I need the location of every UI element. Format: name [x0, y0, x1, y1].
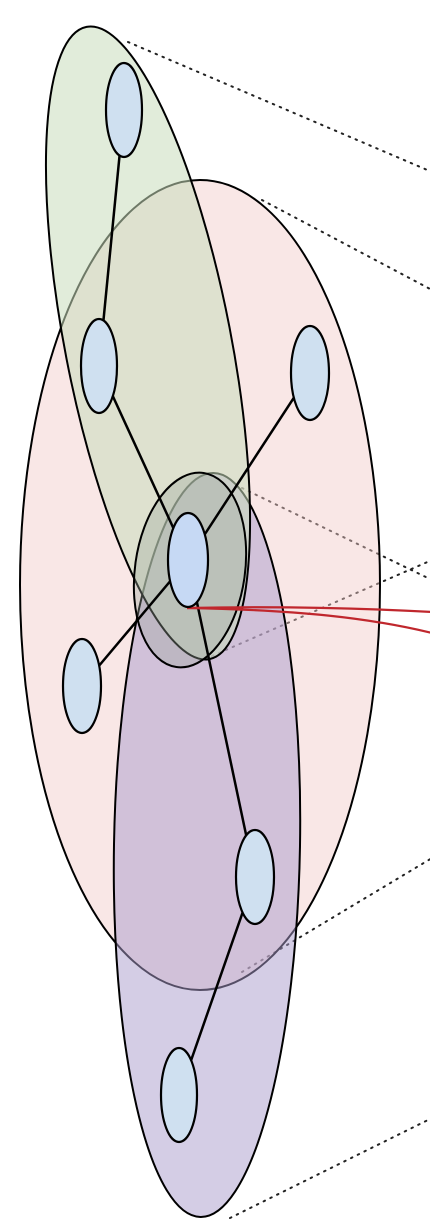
leader-pink-top: [261, 199, 430, 291]
edge-c-p1: [186, 559, 257, 878]
leader-small-top: [241, 487, 430, 581]
node-left-lower: [61, 637, 103, 735]
node-purple-mid: [234, 828, 276, 926]
node-green-top: [104, 61, 144, 159]
red-link-lower: [186, 606, 430, 634]
node-center: [166, 511, 210, 609]
edge-c-r1: [186, 372, 312, 561]
node-right-upper: [289, 324, 331, 422]
leader-green-top: [127, 41, 430, 173]
leader-purple-bottom: [229, 1117, 430, 1219]
red-link-upper: [186, 606, 430, 613]
node-green-mid: [79, 317, 119, 415]
node-purple-bottom: [159, 1046, 199, 1144]
red-links: [186, 606, 430, 634]
graph-nodes: [61, 61, 331, 1144]
